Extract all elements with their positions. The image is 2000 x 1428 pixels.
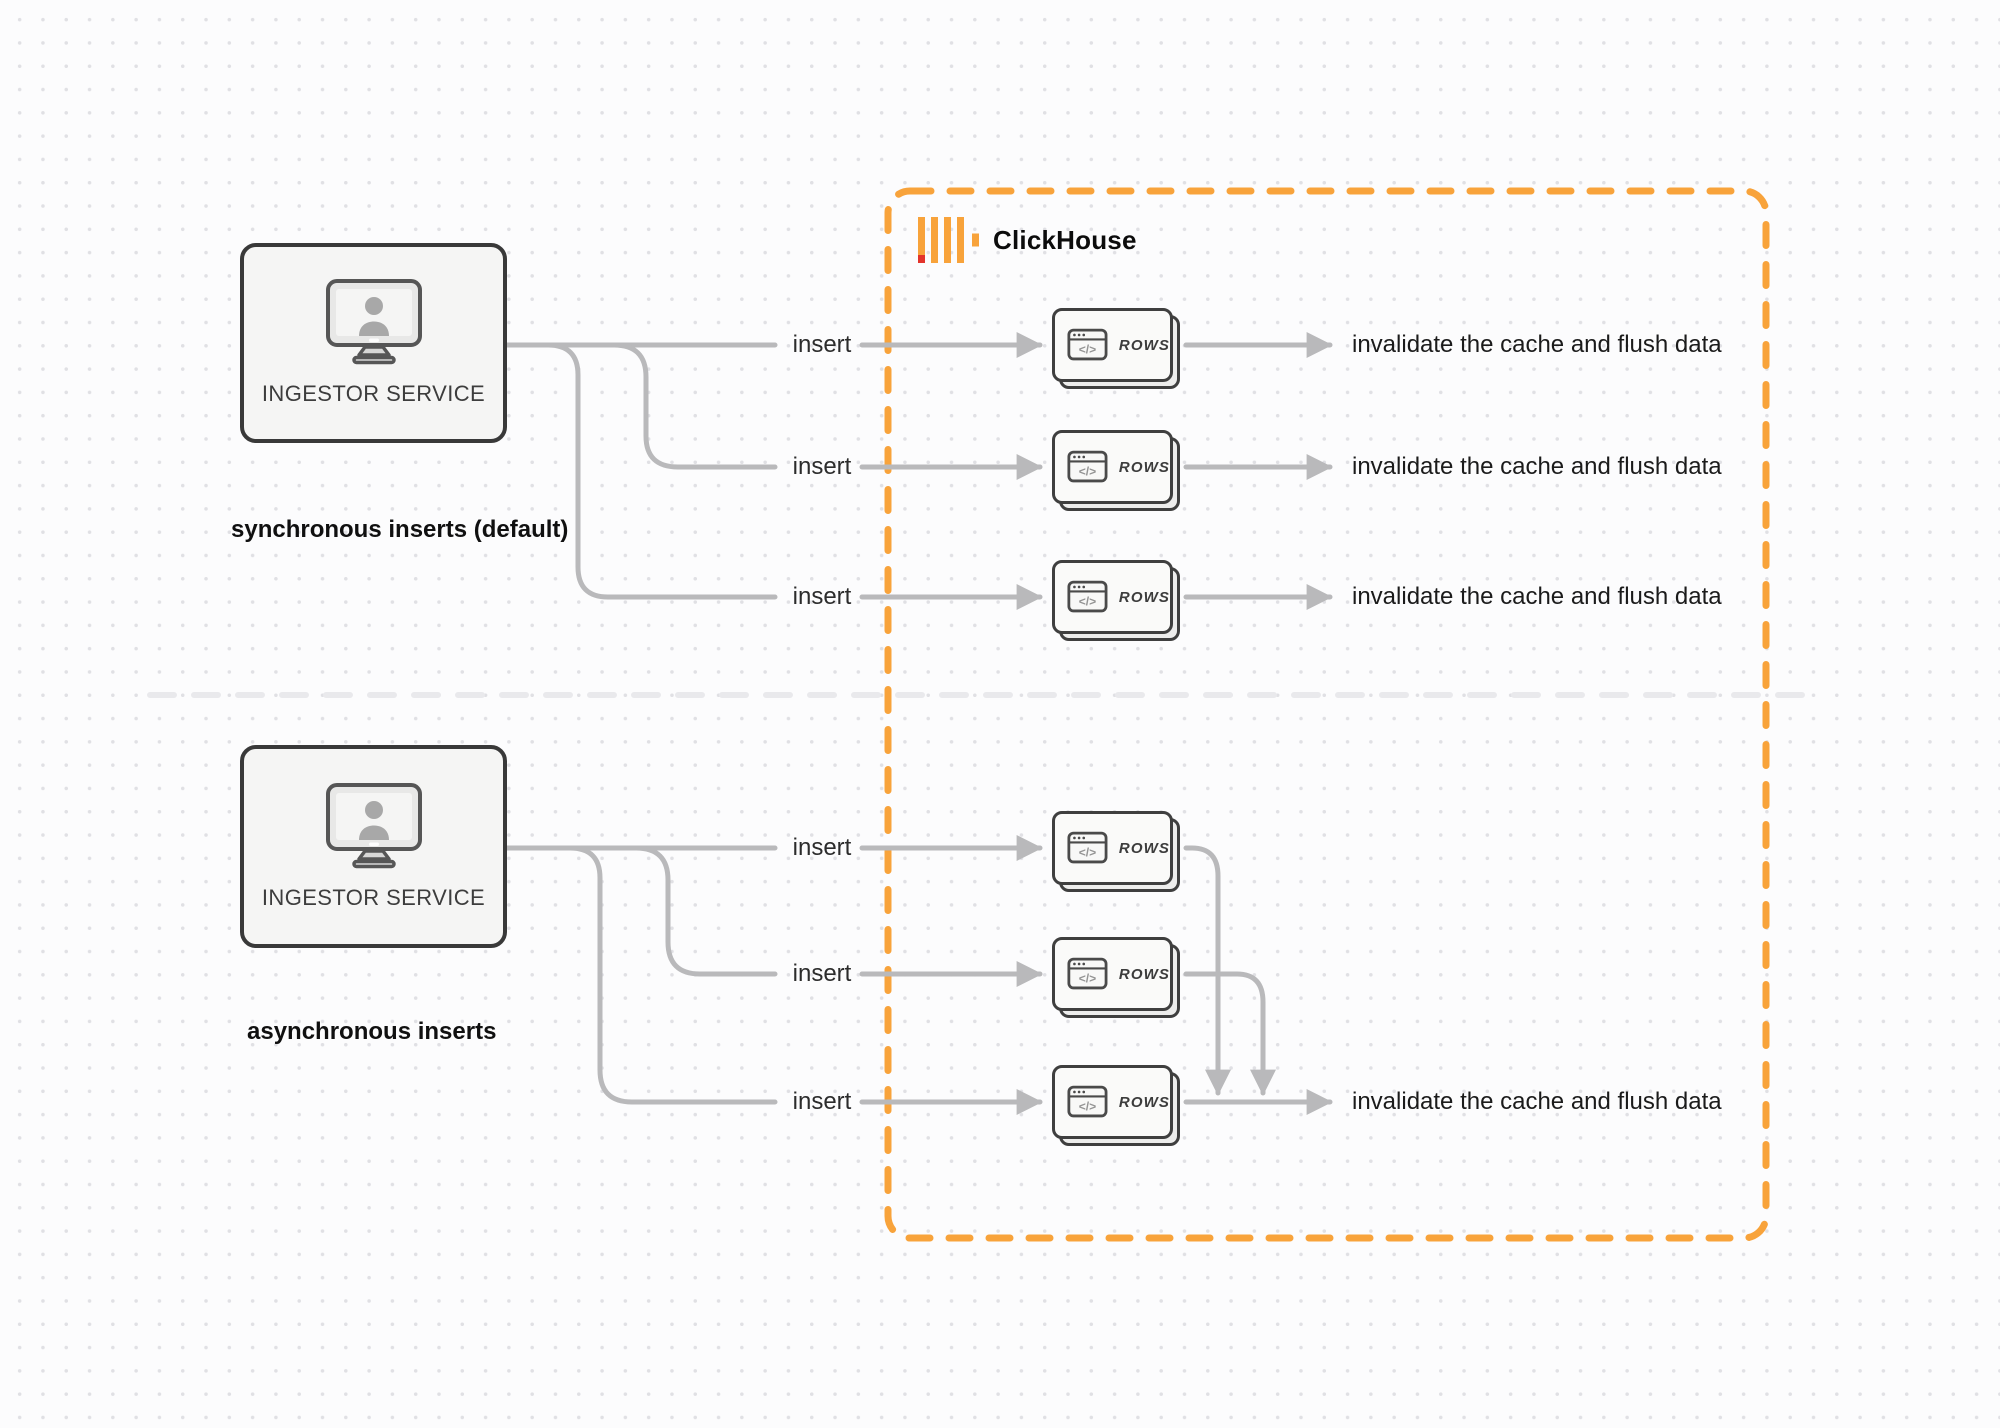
svg-text:</>: </> — [1079, 464, 1096, 478]
insert-label: insert — [792, 453, 852, 480]
insert-label: insert — [792, 834, 852, 861]
async-branch-wire-3 — [567, 845, 778, 1105]
clickhouse-title: ClickHouse — [993, 225, 1137, 255]
clickhouse-header: ClickHouse — [918, 217, 1137, 264]
code-window-icon: </> — [1067, 328, 1108, 361]
result-label: invalidate the cache and flush data — [1352, 1088, 1722, 1115]
rows-card: </> ROWS — [1052, 560, 1181, 642]
rows-card-label: ROWS — [1118, 1093, 1170, 1111]
sync-branch-wire-3 — [545, 342, 778, 600]
result-label: invalidate the cache and flush data — [1352, 331, 1722, 358]
sync-branch-wire-2 — [611, 342, 778, 470]
rows-card-front: </> ROWS — [1052, 811, 1173, 885]
svg-text:</>: </> — [1079, 594, 1096, 608]
svg-text:</>: </> — [1079, 1099, 1096, 1113]
rows-card-label: ROWS — [1118, 458, 1170, 476]
clickhouse-boundary — [884, 187, 1770, 1242]
service-label: INGESTOR SERVICE — [261, 381, 486, 406]
svg-text:</>: </> — [1079, 971, 1096, 985]
code-window-icon: </> — [1067, 450, 1108, 483]
async-section-caption: asynchronous inserts — [247, 1018, 497, 1045]
rows-card: </> ROWS — [1052, 1065, 1181, 1147]
async-merge-arrow-2 — [1183, 971, 1276, 1096]
rows-card: </> ROWS — [1052, 430, 1181, 512]
insert-label: insert — [792, 583, 852, 610]
insert-label: insert — [792, 1088, 852, 1115]
rows-card: </> ROWS — [1052, 811, 1181, 893]
rows-card: </> ROWS — [1052, 308, 1181, 390]
code-window-icon: </> — [1067, 1085, 1108, 1118]
insert-label: insert — [792, 960, 852, 987]
sync-ingestor-service-node: INGESTOR SERVICE — [240, 243, 507, 443]
service-label: INGESTOR SERVICE — [261, 884, 486, 910]
code-window-icon: </> — [1067, 957, 1108, 990]
svg-text:</>: </> — [1079, 342, 1096, 356]
rows-card: </> ROWS — [1052, 937, 1181, 1019]
svg-text:</>: </> — [1079, 845, 1096, 859]
insert-label: insert — [792, 331, 852, 358]
rows-card-label: ROWS — [1118, 336, 1170, 354]
clickhouse-logo-icon — [918, 217, 979, 263]
rows-card-label: ROWS — [1118, 588, 1170, 606]
async-ingestor-service-node: INGESTOR SERVICE — [240, 745, 507, 948]
rows-card-front: </> ROWS — [1052, 308, 1173, 382]
code-window-icon: </> — [1067, 831, 1108, 864]
monitor-user-icon — [325, 279, 422, 365]
result-label: invalidate the cache and flush data — [1352, 453, 1722, 480]
monitor-user-icon — [325, 782, 422, 868]
async-branch-wire-2 — [633, 845, 778, 977]
rows-card-front: </> ROWS — [1052, 937, 1173, 1011]
rows-card-front: </> ROWS — [1052, 560, 1173, 634]
code-window-icon: </> — [1067, 580, 1108, 613]
rows-card-front: </> ROWS — [1052, 430, 1173, 504]
rows-card-front: </> ROWS — [1052, 1065, 1173, 1139]
async-merge-arrow-1 — [1183, 845, 1231, 1096]
sync-section-caption: synchronous inserts (default) — [231, 516, 569, 543]
result-label: invalidate the cache and flush data — [1352, 583, 1722, 610]
rows-card-label: ROWS — [1118, 965, 1170, 983]
rows-card-label: ROWS — [1118, 839, 1170, 857]
